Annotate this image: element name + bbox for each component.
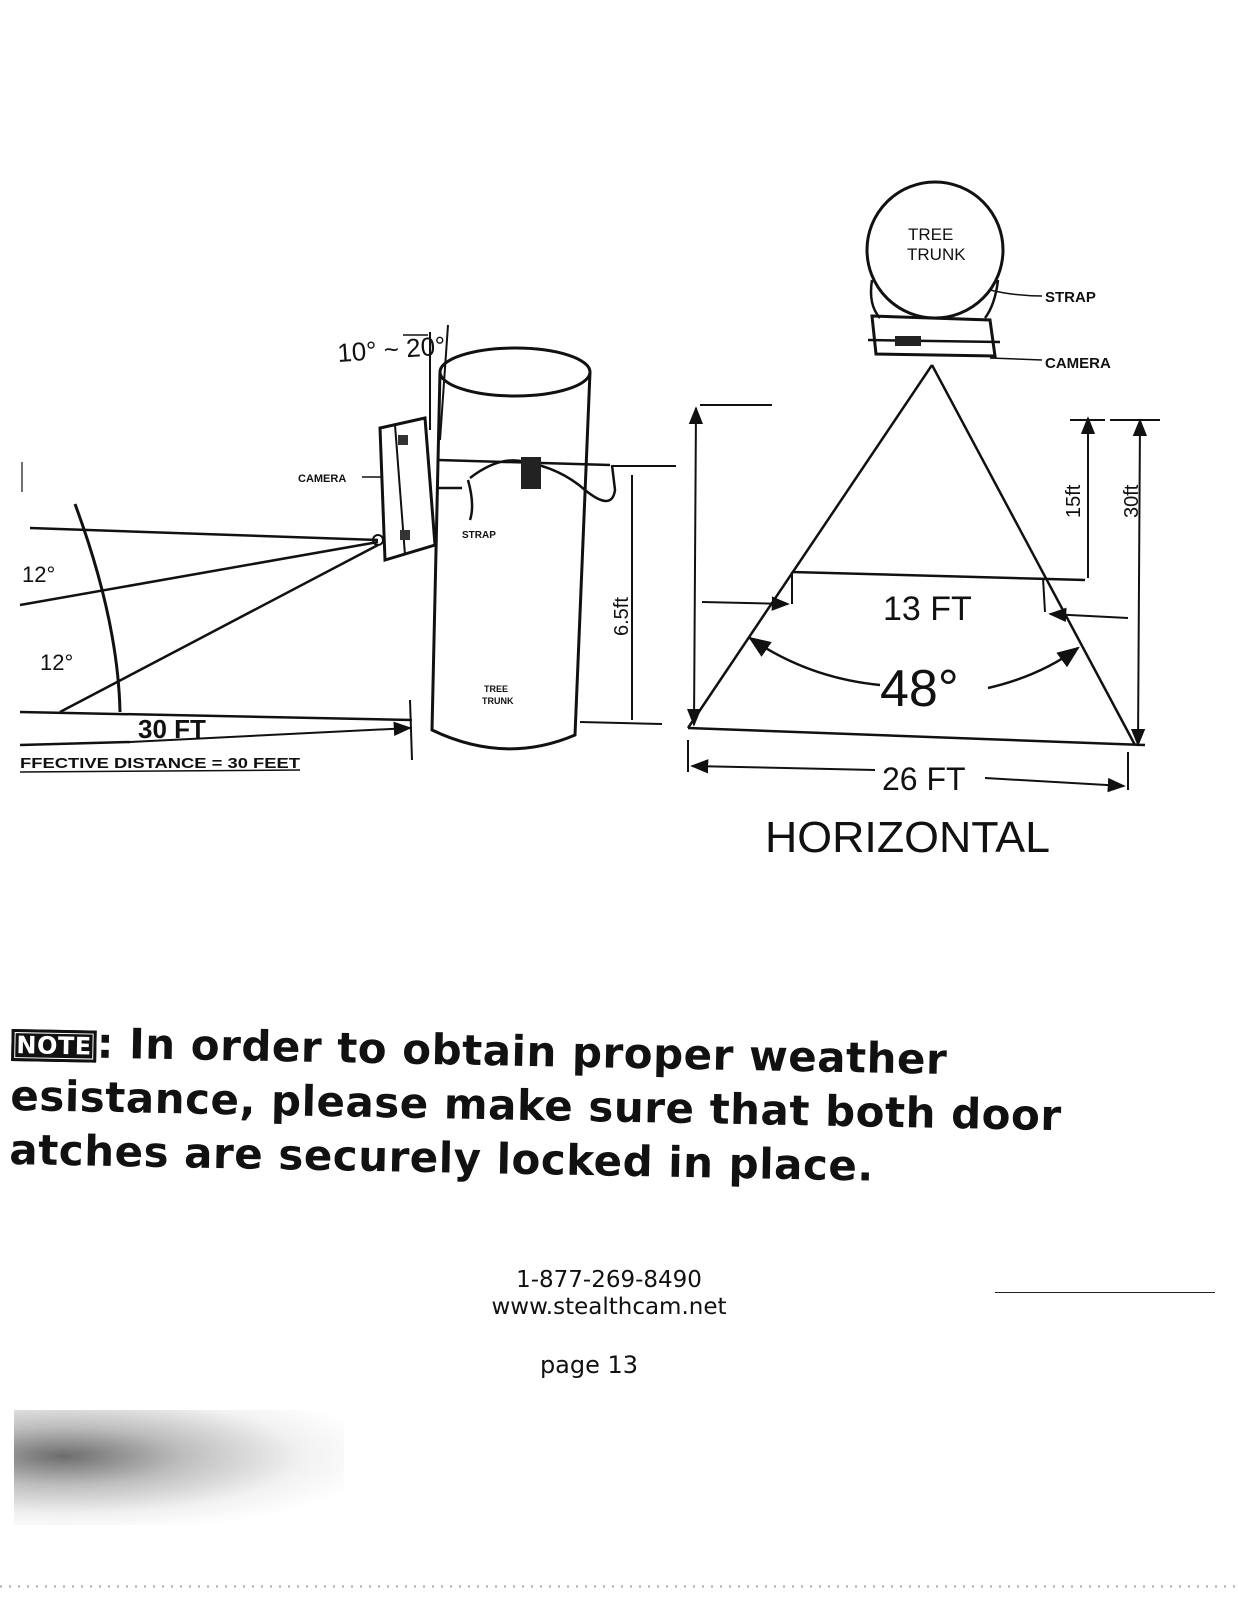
fov-left-edge <box>686 364 934 729</box>
trunk-body <box>430 371 592 751</box>
depth-far-label: 30ft <box>1121 484 1143 518</box>
depth-far-line <box>1130 418 1148 747</box>
fov-angle-label: 48° <box>880 660 959 718</box>
scan-edge-dots <box>0 1585 1238 1588</box>
note-tag: NOTE <box>11 1028 97 1063</box>
margin-rule <box>995 1292 1215 1293</box>
page-number: page 13 <box>539 1351 639 1379</box>
top-view: TREE TRUNK STRAP CAMERA 15ft 30ft 13 FT … <box>686 180 1160 862</box>
mid-tick-right <box>1042 577 1046 613</box>
side-camera-label: CAMERA <box>298 473 346 485</box>
trunk-top-ellipse <box>438 346 592 398</box>
top-strap-label: STRAP <box>1045 289 1096 306</box>
detection-arc <box>73 503 122 713</box>
ray-top <box>29 526 379 542</box>
width-far-label: 26 FT <box>882 761 966 797</box>
distance-tick <box>409 699 413 761</box>
top-trunk-label-1: TREE <box>908 225 953 244</box>
angle-upper-label: 12° <box>22 562 55 587</box>
depth-near-label: 15ft <box>1063 484 1085 518</box>
strap-tail <box>466 479 474 521</box>
mid-width-line <box>791 570 1086 582</box>
mid-arrow-left <box>701 596 790 611</box>
height-ext-bottom <box>579 721 663 725</box>
base-arrow-right <box>984 777 1126 793</box>
weather-note: NOTE: In order to obtain proper weather … <box>9 1015 1212 1200</box>
base-arrow-left <box>690 759 876 774</box>
height-label: 6.5ft <box>611 597 633 636</box>
side-strap-label: STRAP <box>462 530 496 541</box>
camera-leader-top <box>989 357 1043 361</box>
camera-latch-upper <box>398 435 408 445</box>
strap-shape <box>469 459 617 503</box>
top-trunk-label-2: TRUNK <box>907 245 966 264</box>
top-camera-lens <box>895 336 921 346</box>
side-trunk-label-1: TREE <box>484 684 508 694</box>
ray-middle <box>19 540 379 607</box>
fov-arc-left <box>748 636 881 687</box>
website-url: www.stealthcam.net <box>491 1294 727 1320</box>
mid-arrow-right <box>1048 607 1129 623</box>
camera-body-side <box>378 416 437 562</box>
fov-right-edge <box>930 364 1137 746</box>
fov-base <box>687 726 1146 747</box>
left-depth-line <box>686 406 704 727</box>
camera-latch-lower <box>400 530 410 540</box>
top-camera-body <box>870 314 997 358</box>
effective-underline <box>19 769 301 773</box>
effective-distance-label: FFECTIVE DISTANCE = 30 FEET <box>20 755 300 772</box>
angle-lower-label: 12° <box>40 650 73 675</box>
top-camera-strapline <box>867 338 1001 344</box>
strap-buckle <box>521 457 541 489</box>
distance-arrow <box>129 721 412 743</box>
tilt-line-angled <box>439 324 449 441</box>
side-trunk-label-2: TRUNK <box>482 696 514 706</box>
fov-arc-right <box>987 646 1080 690</box>
width-near-label: 13 FT <box>883 590 972 628</box>
scan-smudge <box>14 1410 344 1525</box>
top-camera-label: CAMERA <box>1045 355 1111 372</box>
ray-bottom <box>59 543 379 714</box>
distance-line-left <box>19 740 131 747</box>
horizontal-caption: HORIZONTAL <box>765 813 1050 862</box>
ground-line <box>19 710 413 722</box>
camera-placement-diagram: 10° ~ 20° CAMERA STRAP TREE TRUNK 6.5ft … <box>19 180 1160 862</box>
side-view: 10° ~ 20° CAMERA STRAP TREE TRUNK 6.5ft … <box>19 324 676 773</box>
distance-label: 30 FT <box>138 714 206 744</box>
phone-number: 1-877-269-8490 <box>516 1267 702 1293</box>
top-strap-right <box>983 279 1000 319</box>
strap-leader <box>989 289 1043 297</box>
